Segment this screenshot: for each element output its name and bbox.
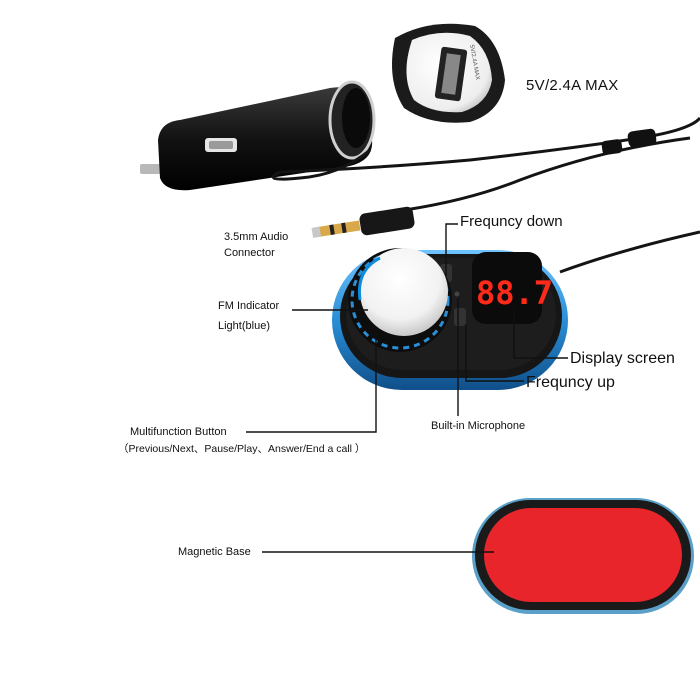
display-digits: 88.7: [476, 274, 553, 312]
builtin-microphone-label: Built-in Microphone: [431, 420, 526, 432]
freq-up-line: [465, 324, 524, 382]
magnetic-base: [472, 498, 694, 614]
magnetic-base-label: Magnetic Base: [178, 546, 251, 558]
microphone-hole: [454, 291, 460, 297]
fm-indicator-light: [357, 256, 381, 301]
display-screen: [472, 252, 542, 324]
fm-indicator-label-line2: Light(blue): [218, 320, 270, 332]
freq-down-line: [445, 223, 458, 276]
car-charger: [140, 80, 376, 191]
frequency-up-label: Frequncy up: [526, 374, 615, 391]
frequency-down-label: Frequncy down: [460, 213, 563, 230]
fm-transmitter-device: 88.7: [332, 248, 568, 390]
usb-rating-label: 5V/2.4A MAX: [526, 77, 619, 94]
usb-port-closeup: 5V/2.4A MAX: [392, 23, 505, 123]
audio-connector-label-line2: Connector: [224, 247, 275, 259]
cable-ferrites: [601, 128, 657, 155]
leader-lines: [246, 223, 568, 553]
multifunction-label-line1: Multifunction Button: [130, 426, 227, 438]
display-screen-label: Display screen: [570, 350, 675, 367]
multifunction-label-line2: （Previous/Next、Pause/Play、Answer/End a c…: [118, 443, 366, 455]
audio-connector-label-line1: 3.5mm Audio: [224, 231, 289, 243]
display-line: [513, 308, 568, 359]
fm-indicator-label-line1: FM Indicator: [218, 300, 280, 312]
multifunction-knob[interactable]: [360, 248, 448, 336]
audio-plug: [311, 206, 415, 238]
multifunction-line: [246, 330, 377, 433]
frequency-up-button[interactable]: [454, 308, 466, 326]
